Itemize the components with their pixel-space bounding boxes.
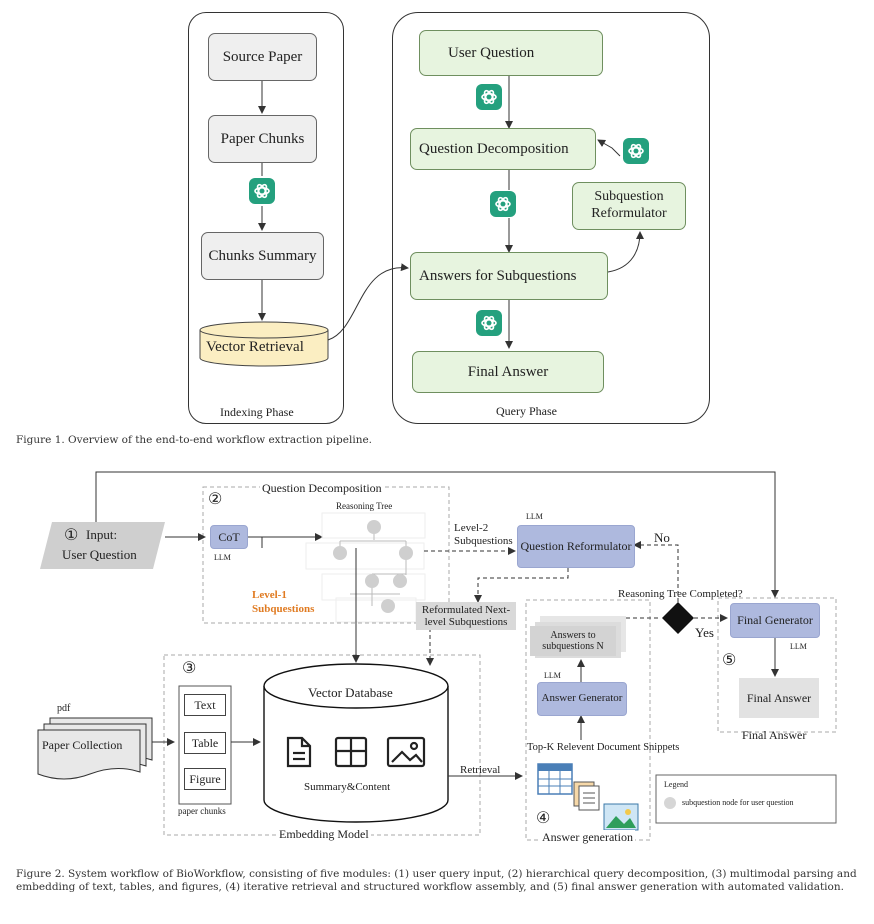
final-number: ⑤ bbox=[722, 652, 737, 669]
legend-title: Legend bbox=[664, 780, 688, 789]
table-icon bbox=[334, 736, 368, 768]
input-number: ① bbox=[64, 527, 79, 544]
query-phase-label: Query Phase bbox=[496, 404, 557, 418]
decomposition-number: ② bbox=[208, 491, 223, 508]
yes-label: Yes bbox=[695, 625, 714, 640]
cot-llm-label: LLM bbox=[214, 553, 231, 562]
topk-snippets-label: Top-K Relevent Document Snippets bbox=[527, 742, 680, 753]
final-answer-box: Final Answer bbox=[739, 678, 819, 718]
reasoning-tree bbox=[305, 512, 426, 623]
pdf-label: pdf bbox=[57, 703, 71, 714]
indexing-phase-panel bbox=[188, 12, 344, 424]
decomposition-title: Question Decomposition bbox=[260, 481, 384, 496]
image-icon bbox=[603, 803, 639, 831]
input-value: User Question bbox=[62, 547, 137, 562]
openai-logo-icon bbox=[476, 84, 502, 110]
answer-generator-node: Answer Generator bbox=[537, 682, 627, 716]
input-label: Input: bbox=[86, 527, 118, 542]
reasoning-tree-label: Reasoning Tree bbox=[336, 501, 393, 511]
final-answer-node: Final Answer bbox=[412, 351, 604, 393]
legend-item: subquestion node for user question bbox=[682, 798, 794, 807]
chunks-summary-node: Chunks Summary bbox=[201, 232, 324, 280]
final-answer-title: Final Answer bbox=[742, 728, 807, 742]
embedding-model-title: Embedding Model bbox=[277, 827, 371, 842]
retrieval-label: Retrieval bbox=[460, 764, 501, 776]
embedding-number: ③ bbox=[182, 660, 197, 677]
text-chunk: Text bbox=[184, 694, 226, 716]
answer-generation-title: Answer generation bbox=[540, 830, 635, 845]
openai-logo-icon bbox=[249, 178, 275, 204]
vector-retrieval-cylinder bbox=[199, 321, 329, 367]
figure1-caption: Figure 1. Overview of the end-to-end wor… bbox=[16, 434, 373, 446]
level2-subquestions-label: Level-2 Subquestions bbox=[454, 522, 513, 548]
figure2-caption: Figure 2. System workflow of BioWorkflow… bbox=[16, 868, 857, 894]
image-icon bbox=[386, 736, 426, 768]
vector-database-label: Vector Database bbox=[308, 685, 393, 700]
document-icon bbox=[286, 736, 312, 768]
indexing-phase-label: Indexing Phase bbox=[220, 405, 294, 419]
final-generator-node: Final Generator bbox=[730, 603, 820, 638]
answer-gen-number: ④ bbox=[536, 810, 551, 827]
level1-subquestions-label: Level-1 Subquestions bbox=[252, 589, 315, 615]
paper-chunks-node: Paper Chunks bbox=[208, 115, 317, 163]
cot-node: CoT bbox=[210, 525, 248, 549]
figure-chunk: Figure bbox=[184, 768, 226, 790]
summary-content-label: Summary&Content bbox=[304, 781, 391, 793]
openai-logo-icon bbox=[476, 310, 502, 336]
table-chunk: Table bbox=[184, 732, 226, 754]
source-paper-node: Source Paper bbox=[208, 33, 317, 81]
question-decomposition-node: Question Decomposition bbox=[410, 128, 596, 170]
vector-database-cylinder bbox=[263, 663, 449, 823]
reformulated-next-level-node: Reformulated Next-level Subquestions bbox=[416, 602, 516, 630]
spreadsheet-icon bbox=[537, 763, 573, 795]
vector-retrieval-label: Vector Retrieval bbox=[206, 339, 304, 355]
reformulator-llm-label: LLM bbox=[526, 512, 543, 521]
decision-diamond-icon bbox=[662, 602, 694, 634]
no-label: No bbox=[654, 530, 670, 545]
paper-collection-stack bbox=[37, 717, 153, 780]
paper-chunks-label: paper chunks bbox=[178, 806, 226, 816]
final-llm-label: LLM bbox=[790, 642, 807, 651]
openai-logo-icon bbox=[623, 138, 649, 164]
reasoning-completed-label: Reasoning Tree Completed? bbox=[618, 588, 743, 600]
query-phase-panel bbox=[392, 12, 710, 424]
subquestion-reformulator-node: Subquestion Reformulator bbox=[572, 182, 686, 230]
openai-logo-icon bbox=[490, 191, 516, 217]
input-parallelogram bbox=[40, 522, 165, 569]
paper-collection-label: Paper Collection bbox=[42, 738, 123, 752]
answers-to-subquestions-node: Answers to subquestions N bbox=[530, 626, 616, 656]
documents-icon bbox=[573, 781, 600, 811]
answer-gen-llm-label: LLM bbox=[544, 671, 561, 680]
user-question-node: User Question bbox=[419, 30, 603, 76]
answers-for-subquestions-node: Answers for Subquestions bbox=[410, 252, 608, 300]
question-reformulator-node: Question Reformulator bbox=[517, 525, 635, 568]
